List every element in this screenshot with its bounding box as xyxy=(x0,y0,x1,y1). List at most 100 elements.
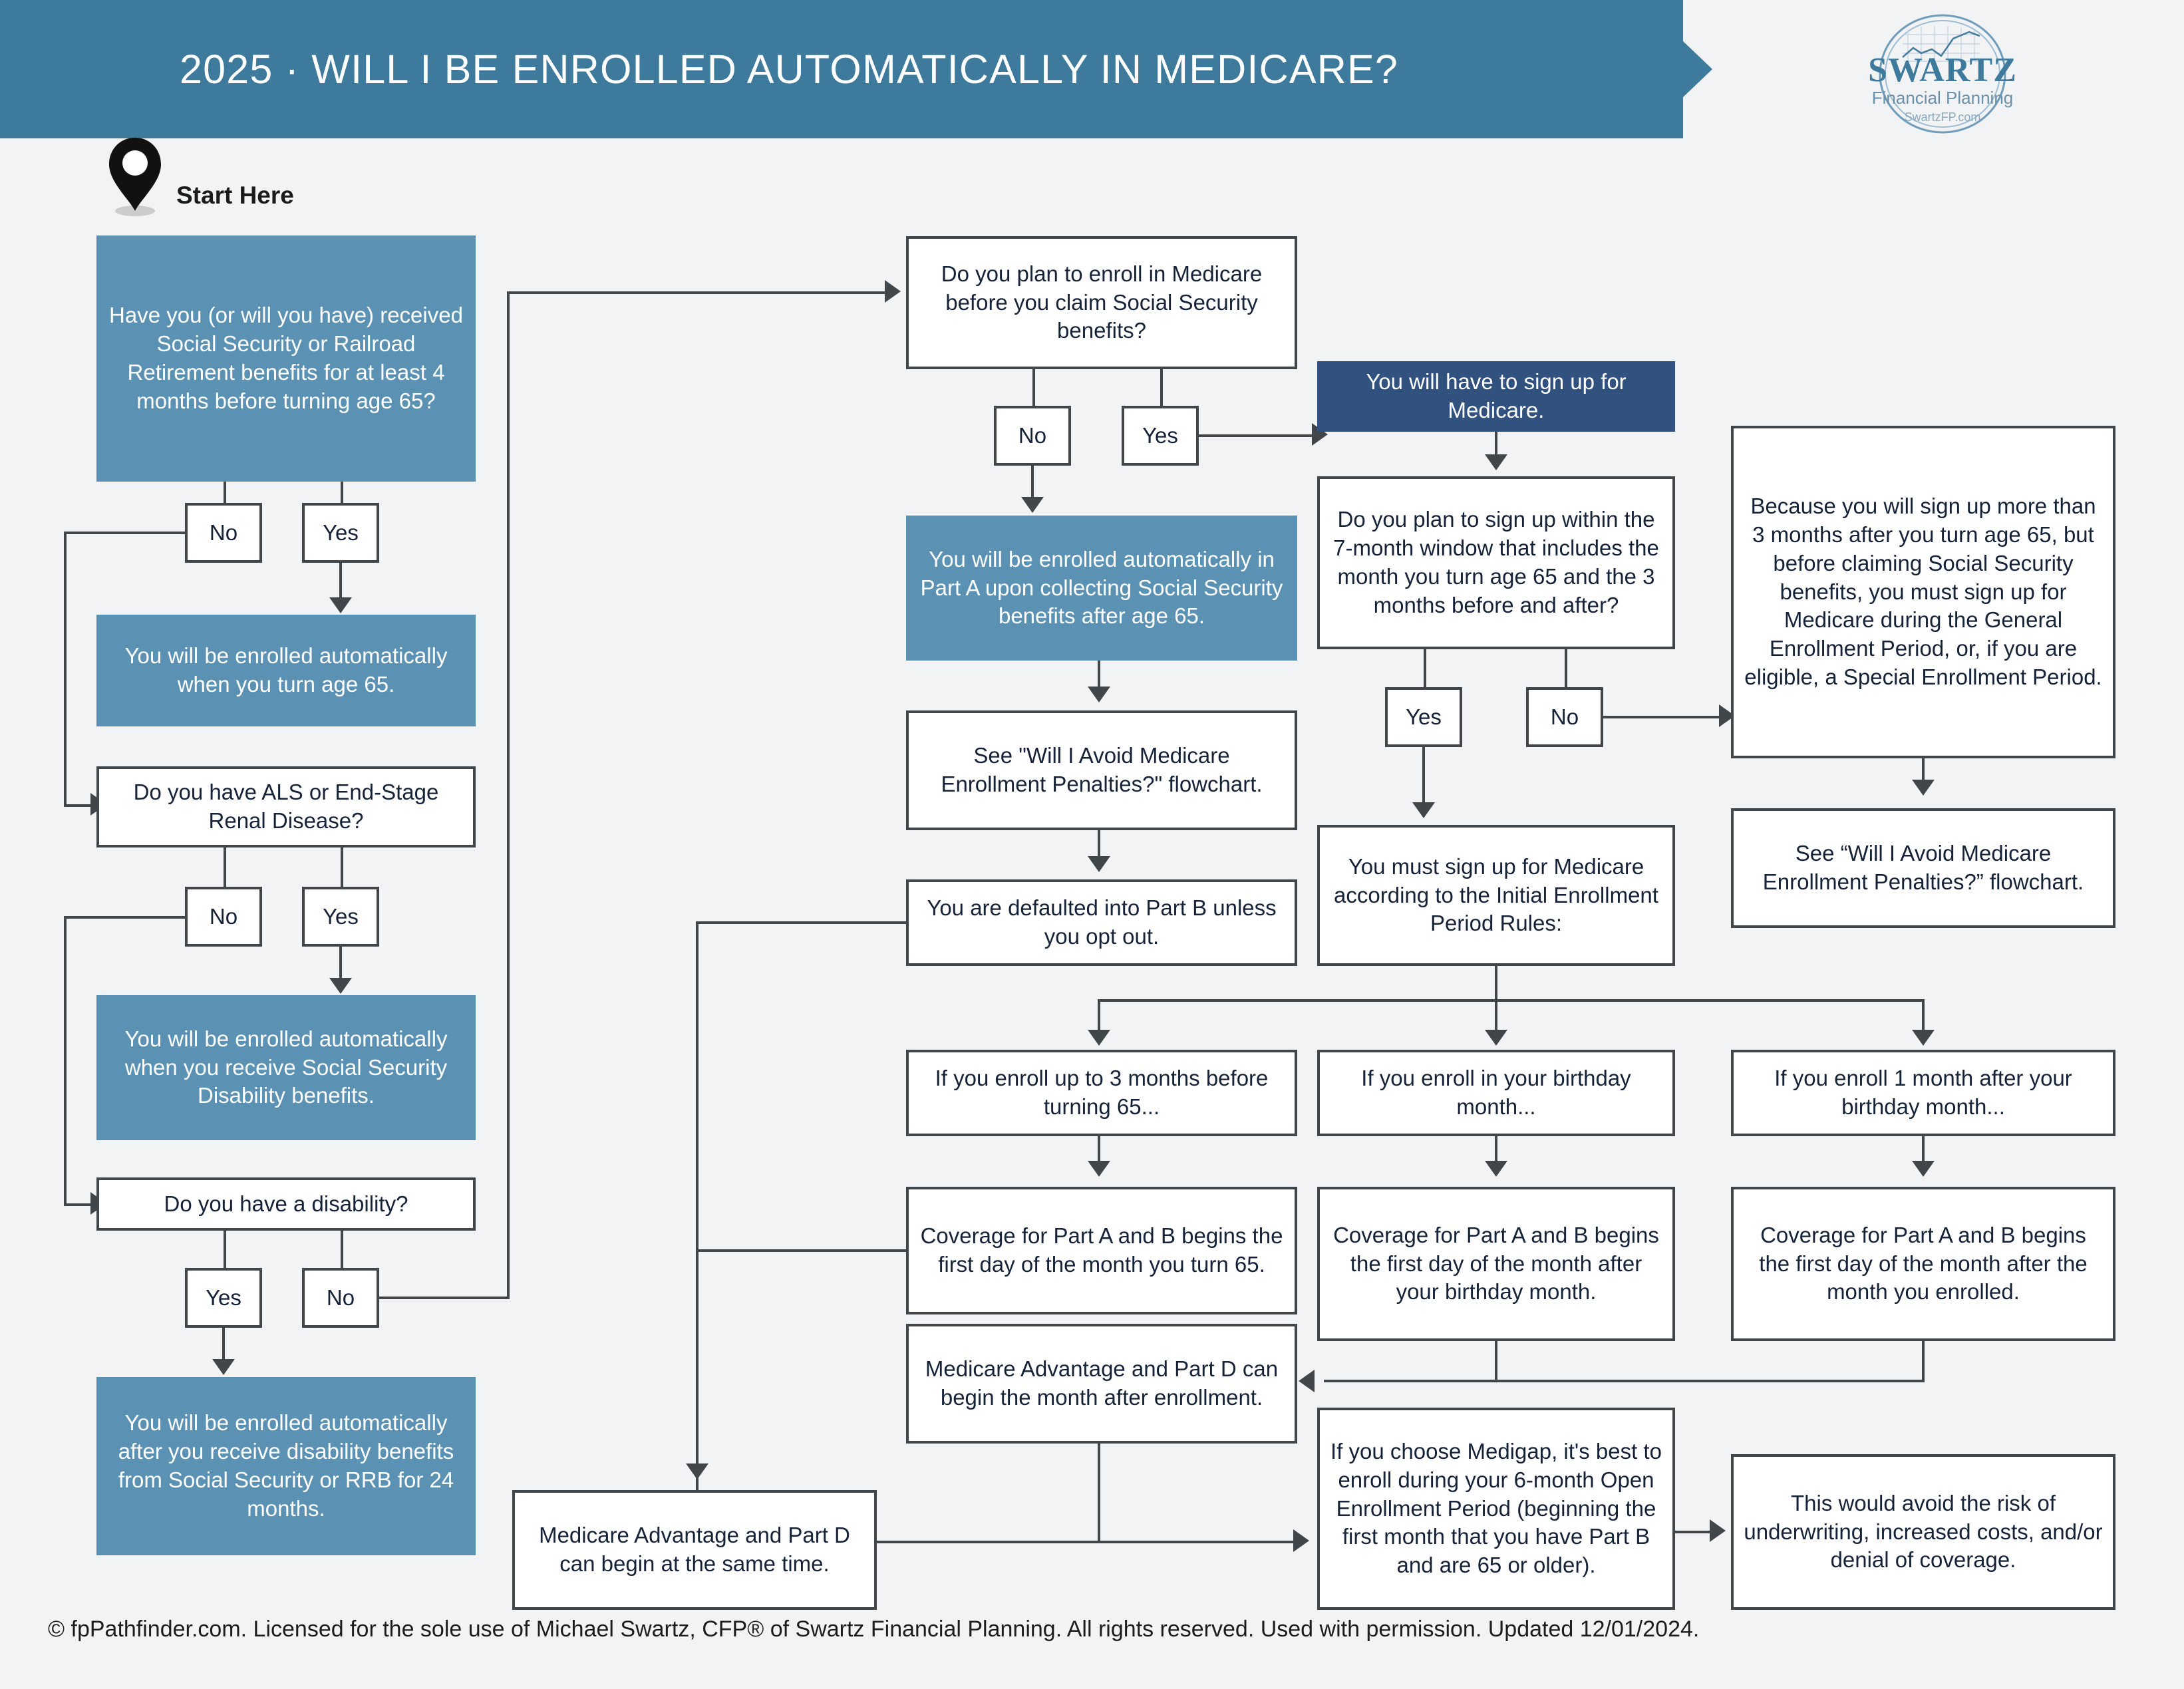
connector-v xyxy=(1495,1136,1497,1168)
connector-h xyxy=(377,1297,510,1299)
connector-v xyxy=(1098,661,1100,694)
option-yes-1[interactable]: Yes xyxy=(302,503,379,563)
arrow-down xyxy=(1021,497,1044,513)
connector-v xyxy=(339,563,342,608)
node-received-ss: Have you (or will you have) received Soc… xyxy=(96,235,476,482)
arrow-down xyxy=(1912,1161,1935,1177)
connector-h xyxy=(1199,434,1317,437)
node-must-signup: You will have to sign up for Medicare. xyxy=(1317,361,1675,432)
node-iep-before: If you enroll up to 3 months before turn… xyxy=(906,1050,1297,1136)
node-7month-window: Do you plan to sign up within the 7-mont… xyxy=(1317,476,1675,649)
arrow-down xyxy=(1412,802,1435,818)
arrow-down xyxy=(1088,1161,1110,1177)
connector-v xyxy=(1160,369,1163,410)
option-yes-2[interactable]: Yes xyxy=(302,887,379,947)
connector-v xyxy=(1032,369,1035,410)
connector-h xyxy=(696,1249,909,1252)
connector-v xyxy=(696,921,699,1493)
node-als-question: Do you have ALS or End-Stage Renal Disea… xyxy=(96,766,476,847)
option-no-2[interactable]: No xyxy=(185,887,262,947)
node-disability-question: Do you have a disability? xyxy=(96,1177,476,1231)
arrow-right xyxy=(1293,1529,1309,1552)
arrow-right xyxy=(1710,1519,1726,1542)
node-enroll-before-claim: Do you plan to enroll in Medicare before… xyxy=(906,236,1297,369)
option-no-5[interactable]: No xyxy=(1526,687,1603,747)
start-here-label: Start Here xyxy=(176,182,294,209)
start-pin-icon xyxy=(105,136,165,216)
logo-website: SwartzFP.com xyxy=(1905,110,1981,124)
arrow-right xyxy=(885,280,901,303)
node-ma-partd-same: Medicare Advantage and Part D can begin … xyxy=(512,1490,877,1610)
node-avoid-underwriting: This would avoid the risk of underwritin… xyxy=(1731,1454,2115,1610)
option-no-3[interactable]: No xyxy=(302,1268,379,1328)
connector-h xyxy=(64,804,98,807)
connector-h xyxy=(507,291,894,294)
arrow-down xyxy=(1912,1030,1935,1046)
node-see-penalties-2: See “Will I Avoid Medicare Enrollment Pe… xyxy=(1731,808,2115,928)
arrow-down xyxy=(1088,687,1110,702)
connector-v xyxy=(1922,1341,1925,1382)
connector-v xyxy=(1922,999,1925,1040)
connector-v xyxy=(341,847,343,890)
node-auto-parta: You will be enrolled automatically in Pa… xyxy=(906,516,1297,661)
arrow-down xyxy=(686,1463,708,1479)
arrow-down xyxy=(1485,1030,1507,1046)
arrow-down xyxy=(1088,1030,1110,1046)
connector-v xyxy=(1031,466,1034,507)
node-coverage-after: Coverage for Part A and B begins the fir… xyxy=(1731,1187,2115,1341)
footer-copyright: © fpPathfinder.com. Licensed for the sol… xyxy=(48,1616,1700,1642)
node-iep-birthday: If you enroll in your birthday month... xyxy=(1317,1050,1675,1136)
connector-h xyxy=(64,1203,98,1206)
node-coverage-birthday: Coverage for Part A and B begins the fir… xyxy=(1317,1187,1675,1341)
connector-v xyxy=(1424,649,1426,691)
connector-v xyxy=(222,1328,225,1369)
option-yes-3[interactable]: Yes xyxy=(185,1268,262,1328)
header-bar xyxy=(0,0,1683,138)
node-defaulted-partb: You are defaulted into Part B unless you… xyxy=(906,879,1297,966)
connector-h xyxy=(64,916,188,919)
connector-v xyxy=(224,1231,226,1272)
connector-v xyxy=(64,532,67,807)
connector-v xyxy=(1422,747,1425,811)
node-see-penalties-1: See "Will I Avoid Medicare Enrollment Pe… xyxy=(906,710,1297,830)
connector-v xyxy=(339,947,342,988)
node-coverage-before: Coverage for Part A and B begins the fir… xyxy=(906,1187,1297,1314)
connector-v xyxy=(1922,1136,1925,1168)
option-no-1[interactable]: No xyxy=(185,503,262,563)
connector-v xyxy=(507,291,510,1299)
connector-v xyxy=(1495,432,1497,462)
arrow-down xyxy=(1485,1161,1507,1177)
arrow-down xyxy=(1912,780,1935,796)
header-arrow-tab xyxy=(1683,41,1712,97)
connector-h xyxy=(1098,999,1923,1002)
node-ma-partd-after: Medicare Advantage and Part D can begin … xyxy=(906,1324,1297,1444)
connector-h xyxy=(64,532,188,534)
connector-v xyxy=(1098,999,1100,1040)
connector-v xyxy=(1922,758,1925,789)
logo-tagline: Financial Planning xyxy=(1872,88,2013,108)
connector-v xyxy=(1098,1136,1100,1168)
option-no-4[interactable]: No xyxy=(994,406,1071,466)
option-yes-4[interactable]: Yes xyxy=(1122,406,1199,466)
option-yes-5[interactable]: Yes xyxy=(1385,687,1462,747)
node-general-enrollment: Because you will sign up more than 3 mon… xyxy=(1731,426,2115,758)
connector-h xyxy=(696,921,909,924)
arrow-down xyxy=(1088,856,1110,872)
arrow-down xyxy=(329,597,352,613)
node-auto-ssdi: You will be enrolled automatically when … xyxy=(96,995,476,1140)
connector-v xyxy=(64,916,67,1206)
connector-h xyxy=(1675,1531,1715,1533)
connector-h xyxy=(877,1541,1303,1543)
node-auto-65: You will be enrolled automatically when … xyxy=(96,615,476,726)
node-auto-24mo: You will be enrolled automatically after… xyxy=(96,1377,476,1555)
connector-h xyxy=(1324,1380,1925,1382)
page-title: 2025 · WILL I BE ENROLLED AUTOMATICALLY … xyxy=(180,47,1398,92)
node-iep-rules: You must sign up for Medicare according … xyxy=(1317,825,1675,966)
connector-v xyxy=(1495,999,1497,1040)
swartz-logo: SWARTZ Financial Planning SwartzFP.com xyxy=(1856,9,2029,139)
connector-v xyxy=(1098,1444,1100,1543)
connector-v xyxy=(1495,1341,1497,1382)
arrow-down xyxy=(329,978,352,994)
connector-v xyxy=(224,847,226,890)
